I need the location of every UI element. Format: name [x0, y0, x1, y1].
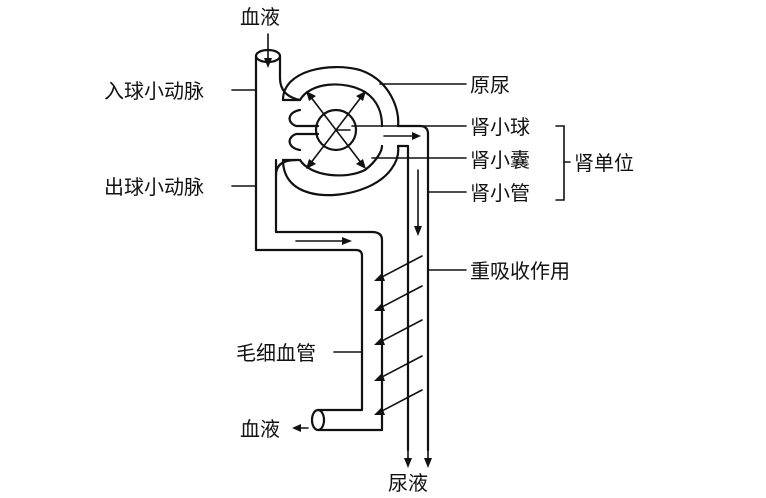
renal-tubule	[383, 124, 432, 468]
efferent-arteriole-label: 出球小动脉	[104, 175, 204, 199]
urine-label: 尿液	[388, 471, 428, 495]
blood-out-label: 血液	[240, 417, 280, 441]
nephron-bracket	[555, 125, 565, 201]
reabsorption-label: 重吸收作用	[470, 259, 570, 283]
afferent-arteriole-tube	[254, 48, 302, 130]
afferent-arteriole-label: 入球小动脉	[104, 79, 204, 103]
nephron-label: 肾单位	[574, 151, 634, 175]
glomerulus	[306, 91, 366, 169]
blood-in-label: 血液	[240, 5, 280, 29]
renal-tubule-label: 肾小管	[470, 181, 530, 205]
bowman-capsule-label: 肾小囊	[470, 148, 530, 172]
capillary-label: 毛细血管	[236, 341, 316, 365]
blood-inflow-arrow	[264, 33, 272, 68]
efferent-arteriole-capillary	[254, 126, 384, 432]
primary-urine-label: 原尿	[470, 73, 510, 97]
glomerulus-label: 肾小球	[470, 115, 530, 139]
bowman-capsule	[281, 66, 400, 197]
reabsorption-arrows	[374, 255, 423, 415]
leader-lines	[231, 83, 467, 353]
